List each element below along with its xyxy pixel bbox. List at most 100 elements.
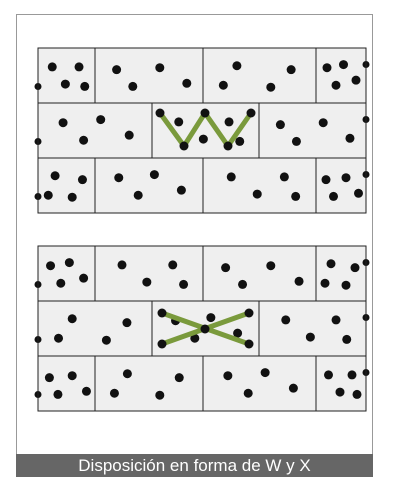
brick-dot (182, 79, 191, 88)
brick-dot (53, 390, 62, 399)
brick (38, 246, 95, 301)
brick-dot (61, 80, 70, 89)
brick-dot (306, 333, 315, 342)
brick-dot (266, 83, 275, 92)
brick-dot (68, 193, 77, 202)
brick (38, 158, 95, 213)
brick-dot (110, 389, 119, 398)
brick (316, 246, 366, 301)
brick (95, 48, 203, 103)
brick (259, 301, 366, 356)
brick (203, 48, 316, 103)
brick-dot (238, 280, 247, 289)
brick-dot (225, 117, 234, 126)
stitch-dot (158, 340, 167, 349)
brick (95, 356, 203, 411)
brick-dot (295, 277, 304, 286)
brick-dot (280, 172, 289, 181)
brick-dot (342, 335, 351, 344)
brick-dot (332, 315, 341, 324)
brick-dot (68, 314, 77, 323)
brick-dot (223, 371, 232, 380)
brick-dot (352, 76, 361, 85)
brick-dot (342, 173, 351, 182)
brick-dot (342, 281, 351, 290)
brick (316, 356, 366, 411)
brick (316, 48, 366, 103)
brick-dot (168, 260, 177, 269)
brick-dot (324, 370, 333, 379)
brick (203, 246, 316, 301)
brick-dot (322, 175, 331, 184)
brick-dot (68, 371, 77, 380)
brick-dot (227, 172, 236, 181)
brick (203, 158, 316, 213)
brick-dot (321, 279, 330, 288)
brick (38, 356, 95, 411)
brick-dot (48, 62, 57, 71)
brick-dot (329, 192, 338, 201)
brick-dot (266, 261, 275, 270)
brick-dot (123, 369, 132, 378)
stitch-dot (156, 109, 165, 118)
brick (38, 301, 152, 356)
brick-dot (253, 190, 262, 199)
brick-dot (351, 263, 360, 272)
brick-dot (287, 65, 296, 74)
brick-dot (79, 274, 88, 283)
brick-dot (65, 258, 74, 267)
brick-dot (118, 260, 127, 269)
brick-dot (354, 189, 363, 198)
brick-dot (281, 315, 290, 324)
brick-dot (56, 279, 65, 288)
brick (259, 103, 366, 158)
brick-dot (177, 186, 186, 195)
brick-dot (155, 391, 164, 400)
brick-dot (276, 120, 285, 129)
stitch-dot (245, 309, 254, 318)
brick-dot (289, 384, 298, 393)
brick-dot (199, 135, 208, 144)
brick-dot (142, 278, 151, 287)
stitch-dot (201, 325, 210, 334)
brick-dot (235, 137, 244, 146)
brick-dot (44, 191, 53, 200)
brick-dot (79, 136, 88, 145)
stitch-dot (158, 309, 167, 318)
brick-dot (353, 390, 362, 399)
brick-dot (102, 336, 111, 345)
brick (316, 158, 366, 213)
brick-dot (244, 389, 253, 398)
brick-dot (134, 191, 143, 200)
caption-bar: Disposición en forma de W y X (16, 454, 373, 477)
brick-dot (332, 81, 341, 90)
brick-dot (78, 175, 87, 184)
brick-dot (206, 313, 215, 322)
brick-dot (221, 263, 230, 272)
brick-dot (82, 387, 91, 396)
brick-dot (54, 334, 63, 343)
brick (38, 48, 95, 103)
brick-dot (232, 61, 241, 70)
stitch-dot (224, 142, 233, 151)
brick-dot (128, 82, 137, 91)
brick-dot (319, 118, 328, 127)
brick-dot (323, 63, 332, 72)
brick (203, 356, 316, 411)
brick-dot (336, 388, 345, 397)
brick-dot (96, 115, 105, 124)
brick-dot (174, 117, 183, 126)
stitch-dot (180, 142, 189, 151)
brick-dot (219, 81, 228, 90)
brick (95, 158, 203, 213)
stitch-dot (245, 340, 254, 349)
brick-dot (155, 63, 164, 72)
brick-dot (348, 370, 357, 379)
stitch-dot (201, 109, 210, 118)
brick-dot (125, 131, 134, 140)
brick-dot (51, 171, 60, 180)
brick-dot (80, 82, 89, 91)
stitch-dot (247, 109, 256, 118)
brick-dot (179, 280, 188, 289)
